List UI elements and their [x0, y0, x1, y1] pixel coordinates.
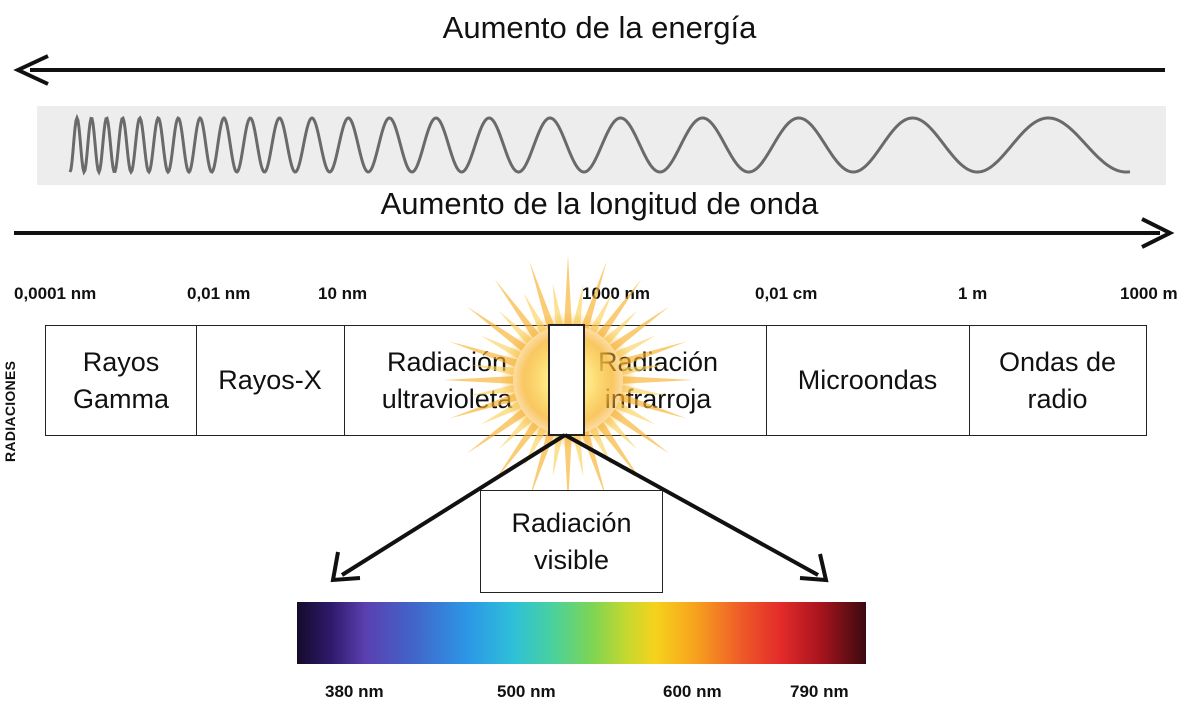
wavelength-arrow	[14, 217, 1175, 249]
visible-band-slot	[548, 324, 585, 436]
spectrum-tick: 500 nm	[497, 682, 556, 701]
sun-ray	[564, 255, 572, 326]
energy-arrow	[13, 54, 1165, 86]
scale-tick: 1000 m	[1120, 284, 1178, 303]
band-radio: Ondas de radio	[998, 346, 1117, 414]
scale-tick: 1000 nm	[582, 284, 651, 303]
band-xray: Rayos-X	[196, 326, 345, 435]
sun-ray	[529, 261, 555, 329]
visible-radiation-box: Radiación visible	[480, 490, 663, 593]
wavelength-label: Aumento de la longitud de onda	[380, 186, 819, 221]
band-gamma: Rayos Gamma	[46, 326, 197, 435]
scale-tick: 0,01 cm	[755, 284, 818, 303]
scale-tick: 0,01 nm	[187, 284, 251, 303]
scale-tick: 10 nm	[318, 284, 368, 303]
spectrum-tick: 790 nm	[790, 682, 849, 701]
scale-tick: 1 m	[958, 284, 988, 303]
band-ultraviolet: Radiación ultravioleta	[344, 326, 551, 435]
visible-spectrum-bar	[297, 602, 866, 664]
energy-label: Aumento de la energía	[442, 10, 757, 45]
wave-illustration	[68, 113, 1131, 176]
band-microwave: Microondas	[766, 326, 970, 435]
scale-tick: 0,0001 nm	[14, 284, 97, 303]
spectrum-tick: 380 nm	[325, 682, 384, 701]
sun-ray	[552, 283, 564, 327]
spectrum-tick: 600 nm	[663, 682, 722, 701]
visible-pointer-arrows	[330, 433, 829, 583]
